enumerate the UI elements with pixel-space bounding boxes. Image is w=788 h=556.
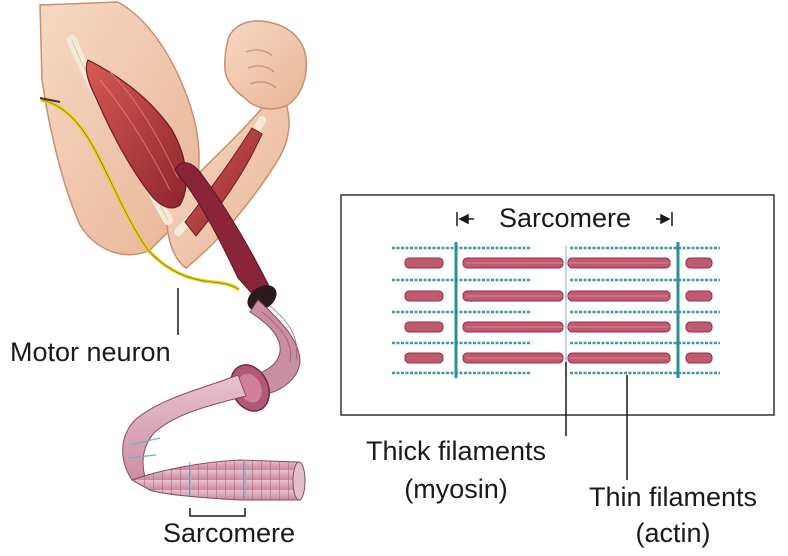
fist — [225, 21, 307, 109]
thick-filaments-sublabel: (myosin) — [338, 474, 574, 504]
arm-illustration — [40, 2, 306, 289]
thin-filaments-label: Thin filaments — [560, 482, 786, 512]
thick-filaments-label: Thick filaments — [338, 436, 574, 466]
sarcomere-bracket — [190, 508, 245, 516]
sarcomere-inset-label: Sarcomere — [474, 202, 656, 234]
motor-neuron-label: Motor neuron — [10, 337, 171, 367]
thin-filaments-sublabel: (actin) — [560, 518, 786, 548]
sarcomere-bottom-label: Sarcomere — [163, 518, 295, 548]
sarcomere-inset-label-wrap: Sarcomere — [456, 202, 674, 236]
myofibril-end — [293, 462, 305, 500]
